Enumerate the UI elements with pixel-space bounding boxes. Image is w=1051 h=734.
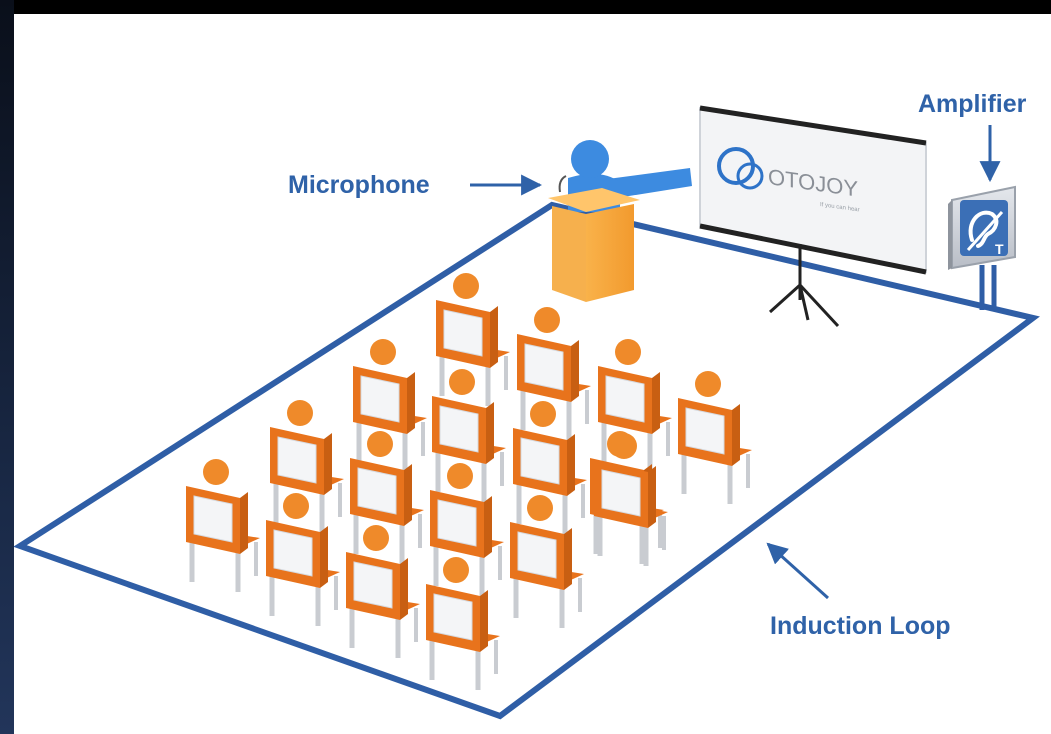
logo-tagline-text: If you can hear (820, 202, 860, 214)
person-icon (534, 307, 560, 333)
microphone-callout: Microphone (288, 171, 543, 199)
chair-back-panel (685, 407, 725, 455)
chair-back-side (480, 590, 488, 652)
audience-seat (436, 273, 510, 406)
audience-seating (186, 273, 752, 690)
chair-back-side (404, 464, 412, 526)
chair-back-panel (273, 529, 313, 577)
person-icon (453, 273, 479, 299)
amplifier-box: T (948, 185, 1016, 270)
chair-back-side (486, 402, 494, 464)
audience-seat (678, 371, 752, 504)
chair-back-panel (517, 531, 557, 579)
chair-back-side (320, 526, 328, 588)
audience-seat (353, 339, 427, 472)
projector-screen-icon: OTOJOY If you can hear (699, 105, 927, 328)
chair-back-panel (360, 375, 400, 423)
audience-seat (270, 400, 344, 533)
image-frame-top (0, 0, 1051, 14)
chair-back-panel (605, 375, 645, 423)
induction-loop-wire (14, 201, 1040, 720)
person-icon (367, 431, 393, 457)
chair-back-panel (353, 561, 393, 609)
person-icon (611, 433, 637, 459)
person-icon (363, 525, 389, 551)
audience-seat (430, 463, 504, 596)
chair-back-panel (439, 405, 479, 453)
chair-back-side (652, 372, 660, 434)
audience-seat (432, 369, 506, 502)
chair-back-side (567, 434, 575, 496)
chair-back-panel (433, 593, 473, 641)
podium-icon (548, 188, 640, 302)
amplifier-t-symbol: T (995, 241, 1004, 257)
chair-back-panel (357, 467, 397, 515)
chair-back-side (324, 433, 332, 495)
audience-seat (510, 495, 584, 628)
person-icon (370, 339, 396, 365)
person-icon (447, 463, 473, 489)
person-icon (527, 495, 553, 521)
audience-seat (266, 493, 340, 626)
amplifier-label: Amplifier (918, 90, 1027, 118)
audience-seat (426, 557, 500, 690)
chair-back-panel (277, 436, 317, 484)
amplifier-callout: Amplifier (918, 90, 1027, 183)
chair-back-side (400, 558, 408, 620)
person-icon (449, 369, 475, 395)
person-icon (530, 401, 556, 427)
induction-loop-callout: Induction Loop (766, 542, 951, 640)
chair-back-side (732, 404, 740, 466)
speaker-at-podium (548, 140, 692, 302)
person-icon (615, 339, 641, 365)
chair-back-side (407, 372, 415, 434)
person-icon (443, 557, 469, 583)
chair-back-panel (601, 469, 641, 517)
chair-back-side (484, 496, 492, 558)
person-icon (287, 400, 313, 426)
image-frame-left (0, 0, 14, 734)
induction-loop-diagram: OTOJOY If you can hear T (14, 14, 1051, 734)
person-icon (695, 371, 721, 397)
induction-loop-arrow (766, 542, 830, 600)
audience-seat (517, 307, 591, 440)
chair-back-panel (437, 499, 477, 547)
chair-back-side (564, 528, 572, 590)
person-icon (283, 493, 309, 519)
chair-back-side (490, 306, 498, 368)
chair-back-side (240, 492, 248, 554)
microphone-icon (558, 175, 567, 193)
audience-seat (594, 433, 668, 566)
chair-back-panel (193, 495, 233, 543)
chair-back-panel (520, 437, 560, 485)
chair-back-side (648, 466, 656, 528)
chair-back-panel (524, 343, 564, 391)
audience-seat (346, 525, 420, 658)
audience-seat (598, 339, 672, 472)
chair-back-side (571, 340, 579, 402)
speaker-head (571, 140, 609, 178)
induction-loop-label: Induction Loop (770, 612, 951, 640)
hearing-loop-icon: T (960, 200, 1008, 257)
microphone-label: Microphone (288, 171, 430, 199)
audience-seat (350, 431, 424, 564)
audience-seat (513, 401, 587, 534)
audience-seat (186, 459, 260, 592)
chair-back-panel (443, 309, 483, 357)
person-icon (203, 459, 229, 485)
